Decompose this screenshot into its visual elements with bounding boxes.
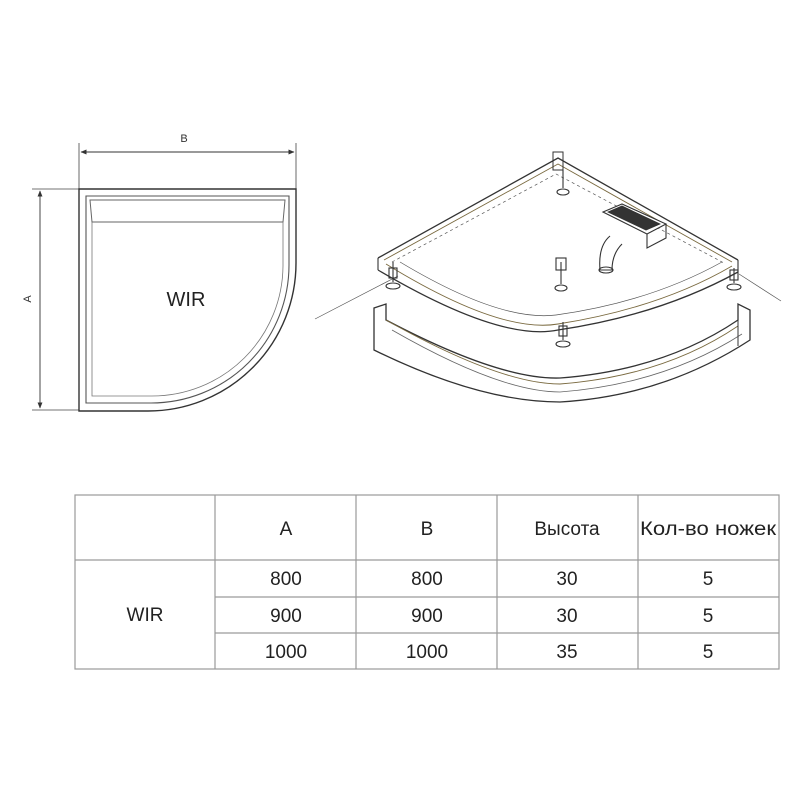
model-label: WIR: [167, 289, 206, 311]
table-cell: 30: [556, 569, 577, 590]
table-header-height: Высота: [534, 519, 600, 540]
table-cell: 30: [556, 606, 577, 627]
specs-table: A B Высота Кол-во ножек WIR 800 800 30 5…: [74, 494, 780, 670]
leg-back: [556, 170, 570, 196]
table-cell: 800: [411, 569, 443, 590]
table-cell: 1000: [265, 642, 307, 663]
isometric-drawing: [314, 151, 782, 403]
dimension-a-label: A: [22, 295, 34, 303]
leg-right: [726, 268, 742, 291]
leg-center: [554, 257, 568, 292]
table-cell: 900: [270, 606, 302, 627]
table-row: 800 800 30 5: [270, 569, 713, 590]
dimension-b: B: [78, 133, 297, 190]
drain-siphon: [598, 203, 668, 274]
top-view-drawing: B A WIR: [22, 133, 297, 412]
tray-inner-rim: [85, 195, 290, 404]
section-line-left: [314, 275, 399, 320]
table-header-b: B: [421, 519, 434, 540]
table-cell: 1000: [406, 642, 448, 663]
table-model-cell: WIR: [127, 605, 164, 626]
frame: [377, 151, 739, 333]
leg-left: [385, 262, 401, 290]
table-cell: 5: [703, 642, 714, 663]
table-cell: 900: [411, 606, 443, 627]
dimension-a: A: [22, 188, 80, 411]
legs: [385, 170, 742, 348]
table-cell: 800: [270, 569, 302, 590]
dimension-b-label: B: [180, 133, 187, 145]
leg-front: [555, 322, 571, 348]
tray-outline: [78, 188, 297, 412]
table-header-legs: Кол-во ножек: [640, 519, 777, 540]
table-cell: 5: [703, 569, 714, 590]
table-header-a: A: [280, 519, 293, 540]
front-apron: [373, 302, 751, 403]
table-row: 900 900 30 5: [270, 606, 713, 627]
table-cell: 5: [703, 606, 714, 627]
section-line-right: [738, 273, 782, 302]
table-row: 1000 1000 35 5: [265, 642, 713, 663]
table-cell: 35: [556, 642, 577, 663]
tray-inner-basin: [91, 222, 284, 397]
